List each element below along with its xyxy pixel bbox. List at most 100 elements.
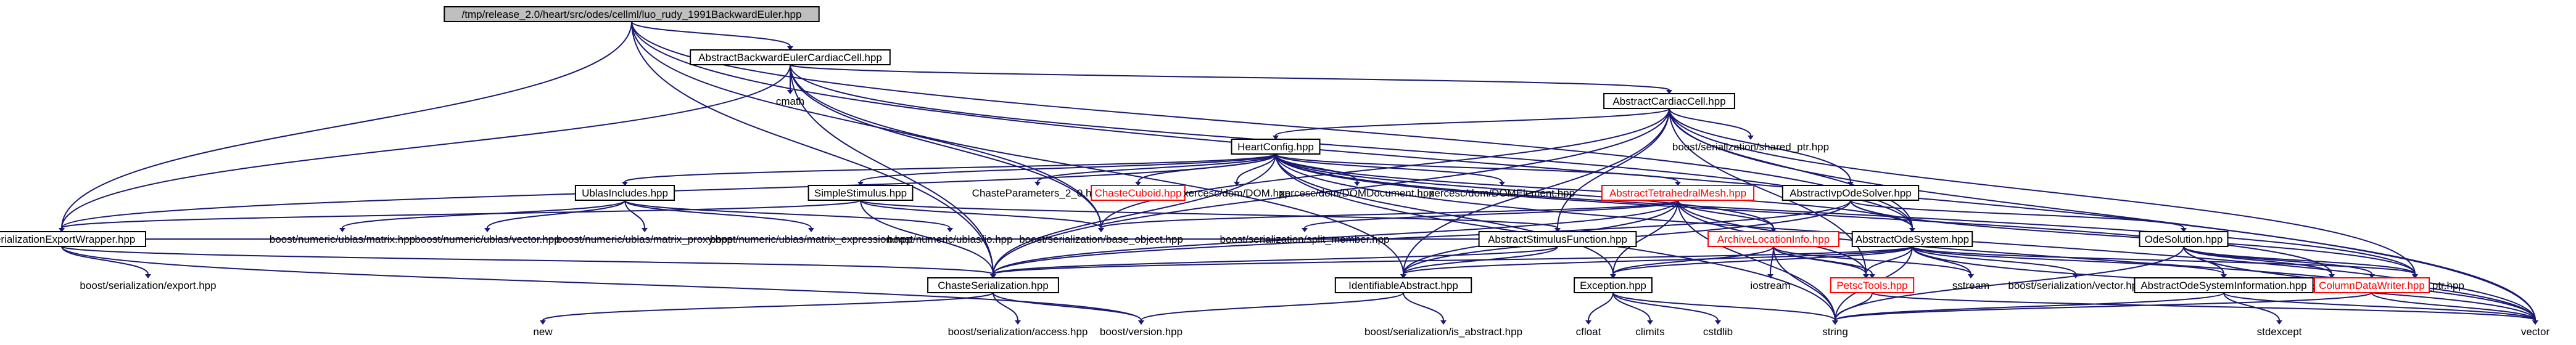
edge-arrowhead	[1499, 182, 1505, 186]
edge-arrowhead	[1234, 182, 1240, 186]
graph-node-ublas[interactable]: UblasIncludes.hpp	[574, 185, 675, 201]
graph-node-ode-sol[interactable]: OdeSolution.hpp	[2139, 231, 2229, 247]
graph-node-dom: xercesc/dom/DOM.hpp	[1183, 187, 1290, 199]
include-edge	[61, 21, 632, 229]
node-label: cfloat	[1576, 326, 1601, 338]
include-edge	[61, 246, 994, 275]
node-label: boost/serialization/is_abstract.hpp	[1364, 326, 1522, 338]
edge-arrowhead	[1015, 320, 1021, 325]
graph-node-access: boost/serialization/access.hpp	[948, 326, 1088, 338]
graph-node-cuboid[interactable]: ChasteCuboid.hpp	[1091, 185, 1186, 201]
edge-arrowhead	[1400, 274, 1406, 278]
node-label: new	[533, 326, 553, 338]
edge-arrowhead	[1554, 228, 1561, 232]
node-label: sstream	[1952, 280, 1989, 291]
include-edge	[790, 64, 1404, 275]
node-label: vector	[2521, 326, 2550, 338]
graph-node-ident[interactable]: IdentifiableAbstract.hpp	[1334, 277, 1472, 293]
node-label: xercesc/dom/DOMElement.hpp	[1429, 187, 1575, 199]
node-label: UblasIncludes.hpp	[582, 187, 668, 199]
node-label: OdeSolution.hpp	[2145, 233, 2223, 245]
graph-node-matrix-expr: boost/numeric/ublas/matrix_expression.hp…	[710, 233, 912, 245]
include-edge	[2223, 292, 2280, 321]
graph-node-sew[interactable]: SerializationExportWrapper.hpp	[0, 231, 146, 247]
node-label: ColumnDataWriter.hpp	[2319, 280, 2425, 291]
graph-node-simple[interactable]: SimpleStimulus.hpp	[807, 185, 914, 201]
graph-node-ser-vector: boost/serialization/vector.hpp	[2008, 280, 2143, 291]
edge-arrowhead	[622, 182, 628, 186]
node-label: /tmp/release_2.0/heart/src/odes/cellml/l…	[462, 9, 802, 20]
graph-node-aosi[interactable]: AbstractOdeSystemInformation.hpp	[2134, 277, 2314, 293]
graph-node-matrix: boost/numeric/ublas/matrix.hpp	[270, 233, 415, 245]
graph-node-root[interactable]: /tmp/release_2.0/heart/src/odes/cellml/l…	[444, 6, 820, 22]
node-label: xercesc/dom/DOM.hpp	[1183, 187, 1290, 199]
edge-arrowhead	[2412, 274, 2418, 278]
include-edge	[1835, 292, 2372, 321]
node-box	[2134, 277, 2314, 293]
graph-node-atm[interactable]: AbstractTetrahedralMesh.hpp	[1601, 185, 1755, 201]
node-box	[1091, 185, 1186, 201]
include-edge	[1872, 292, 2536, 321]
graph-node-vector-hpp: boost/numeric/ublas/vector.hpp	[415, 233, 559, 245]
include-edge	[1275, 153, 1678, 182]
graph-node-base-object: boost/serialization/base_object.hpp	[1019, 233, 1183, 245]
graph-node-acc[interactable]: AbstractCardiacCell.hpp	[1603, 93, 1735, 109]
node-box	[927, 277, 1059, 293]
graph-node-matrix-proxy: boost/numeric/ublas/matrix_proxy.hpp	[556, 233, 733, 245]
node-label: AbstractTetrahedralMesh.hpp	[1609, 187, 1746, 199]
include-edge	[993, 246, 1913, 275]
graph-node-shared-ptr: boost/serialization/shared_ptr.hpp	[1672, 141, 1829, 153]
include-edge	[542, 292, 994, 321]
node-label: boost/serialization/export.hpp	[80, 280, 216, 291]
include-edge	[1850, 200, 2184, 229]
graph-node-params: ChasteParameters_2_0.hpp	[972, 187, 1104, 199]
graph-node-cdw[interactable]: ColumnDataWriter.hpp	[2314, 277, 2430, 293]
include-edge	[1612, 292, 1719, 321]
include-edge	[1403, 292, 1444, 321]
node-label: AbstractOdeSystemInformation.hpp	[2140, 280, 2306, 291]
edge-arrowhead	[2181, 228, 2187, 232]
graph-node-export: boost/serialization/export.hpp	[80, 280, 216, 291]
graph-node-exception[interactable]: Exception.hpp	[1574, 277, 1653, 293]
include-edge	[1141, 292, 1404, 321]
include-edge	[1612, 292, 1836, 321]
node-label: IdentifiableAbstract.hpp	[1348, 280, 1458, 291]
include-edge	[61, 64, 791, 229]
edge-arrowhead	[1968, 274, 1974, 278]
edge-arrowhead	[1666, 90, 1672, 94]
edge-arrowhead	[990, 274, 996, 278]
include-edge	[1612, 292, 1651, 321]
include-edge	[1677, 200, 2536, 321]
graph-node-heart[interactable]: HeartConfig.hpp	[1231, 139, 1321, 155]
include-edge	[860, 200, 1102, 229]
node-label: iostream	[1750, 280, 1790, 291]
edge-arrowhead	[1034, 182, 1041, 186]
graph-node-abc[interactable]: AbstractBackwardEulerCardiacCell.hpp	[690, 49, 891, 65]
edge-arrowhead	[145, 274, 151, 278]
include-edge	[860, 200, 994, 275]
node-label: AbstractStimulusFunction.hpp	[1488, 233, 1627, 245]
graph-node-version: boost/version.hpp	[1100, 326, 1183, 338]
edge-arrowhead	[1302, 228, 1308, 232]
edge-arrowhead	[1748, 136, 1754, 140]
include-edge	[1100, 200, 1678, 229]
node-box	[1830, 277, 1915, 293]
include-edge	[1403, 246, 1913, 275]
include-edge	[860, 153, 1276, 182]
node-label: boost/version.hpp	[1100, 326, 1183, 338]
graph-node-ode-sys[interactable]: AbstractOdeSystem.hpp	[1851, 231, 1973, 247]
include-edge	[1677, 200, 1774, 229]
node-box	[1851, 231, 1973, 247]
edge-arrowhead	[339, 228, 345, 232]
include-edge	[993, 200, 1851, 275]
graph-node-ali[interactable]: ArchiveLocationInfo.hpp	[1707, 231, 1839, 247]
graph-node-petsc[interactable]: PetscTools.hpp	[1830, 277, 1915, 293]
node-label: boost/numeric/ublas/matrix_expression.hp…	[710, 233, 912, 245]
node-label: ArchiveLocationInfo.hpp	[1717, 233, 1830, 245]
include-edge	[624, 200, 645, 229]
include-edge	[993, 292, 1142, 321]
graph-node-chaste-ser[interactable]: ChasteSerialization.hpp	[927, 277, 1059, 293]
node-label: stdexcept	[2257, 326, 2302, 338]
graph-node-aivp[interactable]: AbstractIvpOdeSolver.hpp	[1781, 185, 1920, 201]
graph-node-asf[interactable]: AbstractStimulusFunction.hpp	[1478, 231, 1637, 247]
